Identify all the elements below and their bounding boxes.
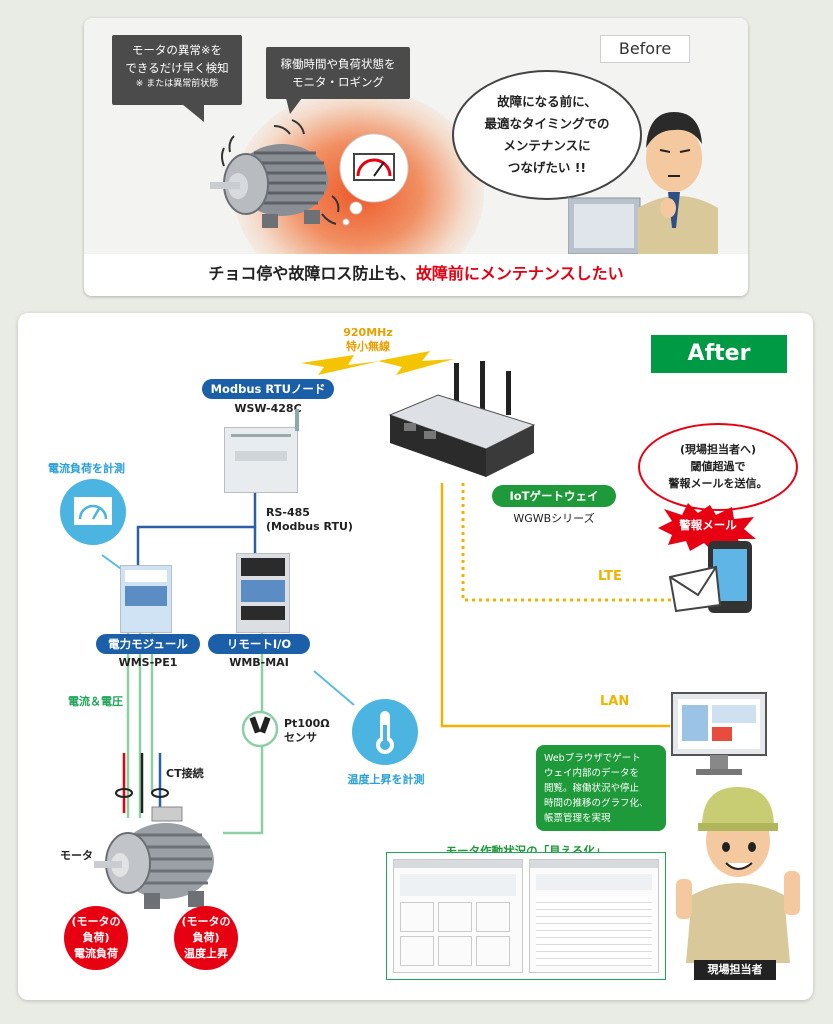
before-tag: Before [600, 35, 690, 63]
pt100-label: Pt100Ω センサ [284, 717, 354, 745]
pt100-line: Pt100Ω [284, 717, 330, 730]
alert-line: 警報メールを送信。 [668, 477, 768, 490]
alert-line: 閾値超過で [690, 460, 746, 473]
phone-mail-icon [668, 541, 752, 613]
power-module-model: WMS-PE1 [118, 656, 178, 669]
current-meter-icon [60, 479, 126, 545]
badge-line: (モータの [71, 915, 121, 928]
radio-frequency: 920MHz [343, 326, 393, 339]
note-line: 帳票管理を実現 [544, 813, 611, 824]
connection-lines [101, 351, 671, 835]
load-current-badge: (モータの 負荷) 電流負荷 [64, 906, 128, 970]
callout-pointer [286, 98, 302, 114]
iot-gateway-label: IoTゲートウェイ [492, 485, 616, 507]
badge-line: 負荷) [82, 931, 110, 944]
thought-line: 最適なタイミングでの [484, 116, 610, 131]
lte-label: LTE [598, 569, 622, 584]
alert-callout: (現場担当者へ) 閾値超過で 警報メールを送信。 [638, 423, 798, 511]
callout-note: ※ または異常前状態 [135, 79, 219, 89]
wsw-428c-device [224, 427, 298, 493]
motor-label: モータ [60, 849, 93, 862]
iot-gateway-device [388, 361, 536, 477]
callout-pointer [182, 104, 204, 122]
ct-label: CT接続 [166, 767, 204, 780]
wmb-mai-device [236, 553, 290, 633]
worried-worker-illustration [568, 112, 718, 258]
monitoring-callout: 稼働時間や負荷状態を モニタ・ロギング [266, 47, 410, 99]
rs485-label: RS-485 (Modbus RTU) [266, 506, 366, 534]
thought-line: メンテナンスに [503, 138, 591, 153]
modbus-node-model: WSW-428C [234, 402, 302, 415]
pt100-line: センサ [284, 731, 317, 744]
radio-label: 920MHz 特小無線 [318, 326, 418, 354]
browser-note-bubble: Webブラウザでゲート ウェイ内部のデータを 閲覧。稼働状況や停止 時間の推移の… [536, 745, 666, 831]
modbus-node-label: Modbus RTUノード [202, 379, 334, 399]
callout-line: 稼働時間や負荷状態を [280, 57, 396, 71]
pc-monitor-icon [671, 692, 767, 775]
pt100-sensor-icon [241, 710, 279, 748]
power-module-label: 電力モジュール [96, 634, 200, 654]
gateway-series: WGWBシリーズ [513, 512, 595, 525]
node-antenna [295, 409, 299, 431]
early-detection-callout: モータの異常※を できるだけ早く検知 ※ または異常前状態 [112, 35, 242, 105]
wms-pe1-device [120, 565, 172, 633]
badge-line: 電流負荷 [74, 947, 118, 960]
motor-image [210, 119, 340, 228]
ct-clamps [115, 788, 169, 798]
dashboard-graphs-screenshot [393, 859, 523, 973]
thought-bubble: 故障になる前に、 最適なタイミングでの メンテナンスに つなげたい !! [452, 70, 642, 200]
current-measure-label: 電流負荷を計測 [48, 462, 125, 475]
remote-io-label: リモートI/O [208, 634, 310, 654]
note-line: 時間の推移のグラフ化、 [544, 798, 649, 809]
before-caption: チョコ停や故障ロス防止も、故障前にメンテナンスしたい [84, 254, 748, 296]
gauge-thought-bubble [339, 133, 409, 226]
dashboard-table-screenshot [529, 859, 659, 973]
callout-line: モータの異常※を [131, 43, 223, 57]
visualization-screens [386, 852, 666, 980]
temperature-measure-label: 温度上昇を計測 [347, 773, 425, 786]
site-worker-label: 現場担当者 [694, 960, 776, 980]
after-tag: After [651, 335, 787, 373]
badge-line: 温度上昇 [184, 947, 228, 960]
note-line: Webブラウザでゲート [544, 753, 641, 764]
rs485-line: RS-485 [266, 506, 310, 519]
lan-label: LAN [600, 694, 630, 709]
thermometer-icon [352, 699, 418, 765]
alert-mail-burst [658, 503, 756, 553]
thought-line: つなげたい !! [507, 160, 587, 175]
load-temperature-badge: (モータの 負荷) 温度上昇 [174, 906, 238, 970]
alert-mail-label: 警報メール [679, 518, 737, 532]
alert-line: (現場担当者へ) [679, 443, 757, 456]
before-panel: モータの異常※を できるだけ早く検知 ※ または異常前状態 稼働時間や負荷状態を… [84, 18, 748, 296]
badge-line: 負荷) [192, 931, 220, 944]
current-voltage-label: 電流＆電圧 [68, 695, 123, 708]
badge-line: (モータの [181, 915, 231, 928]
callout-line: できるだけ早く検知 [125, 61, 229, 75]
thought-line: 故障になる前に、 [497, 94, 597, 109]
rs485-line: (Modbus RTU) [266, 520, 353, 533]
radio-name: 特小無線 [346, 340, 390, 353]
after-panel: After 920MHz 特小無線 Modbus RTUノード WSW-428C… [18, 313, 813, 1000]
remote-io-model: WMB-MAI [229, 656, 289, 669]
callout-line: モニタ・ロギング [292, 75, 384, 89]
note-line: 閲覧。稼働状況や停止 [544, 783, 640, 794]
caption-text: チョコ停や故障ロス防止も、 [208, 264, 416, 283]
note-line: ウェイ内部のデータを [544, 768, 640, 779]
motor-image [94, 806, 214, 909]
site-worker-illustration [676, 787, 800, 963]
caption-highlight: 故障前にメンテナンスしたい [415, 264, 624, 283]
